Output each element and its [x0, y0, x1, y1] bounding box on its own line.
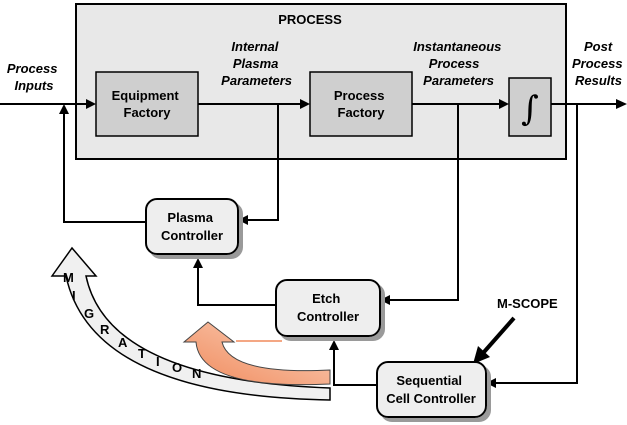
- plasma-controller-line2: Controller: [161, 228, 223, 243]
- etch-feedback-wires: [193, 104, 459, 306]
- svg-text:N: N: [192, 366, 201, 381]
- etch-controller: Etch Controller: [275, 279, 381, 337]
- mscope-label: M-SCOPE: [497, 296, 558, 311]
- svg-text:I: I: [156, 354, 160, 369]
- integral-symbol: ∫: [521, 89, 539, 129]
- sequential-feedback-wires: [329, 104, 578, 388]
- etch-controller-line1: Etch: [312, 291, 340, 306]
- mscope-arrow: [473, 316, 516, 364]
- svg-text:Etch Controller: Etch Controller: [297, 291, 359, 324]
- svg-text:M: M: [63, 270, 74, 285]
- svg-text:R: R: [100, 322, 110, 337]
- plasma-controller-line1: Plasma: [167, 210, 213, 225]
- main-signal-path: [0, 99, 627, 109]
- sequential-controller-line2: Cell Controller: [386, 391, 476, 406]
- sequential-cell-controller: Sequential Cell Controller: [376, 361, 487, 418]
- migration-arrow-orange: [182, 321, 331, 386]
- post-process-results-label: Post Process Results: [572, 39, 626, 88]
- process-factory-label: Process Factory: [334, 88, 388, 120]
- integrator-box: [508, 77, 552, 137]
- equipment-factory-box: [95, 71, 199, 137]
- svg-text:Plasma Controller: Plasma Controller: [161, 210, 223, 243]
- process-title: PROCESS: [278, 12, 342, 27]
- process-factory-box: [309, 71, 413, 137]
- svg-text:O: O: [172, 360, 182, 375]
- internal-plasma-parameters-label: Internal Plasma Parameters: [221, 39, 292, 88]
- equipment-factory-label: Equipment Factory: [112, 88, 183, 120]
- svg-text:Sequential Cell Controll: Sequential Cell Controller: [386, 373, 476, 406]
- sequential-controller-line1: Sequential: [396, 373, 462, 388]
- svg-text:T: T: [138, 346, 146, 361]
- svg-text:A: A: [118, 335, 128, 350]
- svg-text:I: I: [72, 288, 76, 303]
- migration-arrow-gray: [50, 246, 331, 401]
- plasma-controller: Plasma Controller: [145, 198, 239, 255]
- etch-controller-line2: Controller: [297, 309, 359, 324]
- svg-text:G: G: [84, 306, 94, 321]
- plasma-feedback-wires: [59, 104, 279, 225]
- process-inputs-label: Process Inputs: [7, 61, 61, 93]
- instantaneous-process-parameters-label: Instantaneous Process Parameters: [413, 39, 505, 88]
- migration-letters: M I G R A T I O N: [63, 270, 201, 381]
